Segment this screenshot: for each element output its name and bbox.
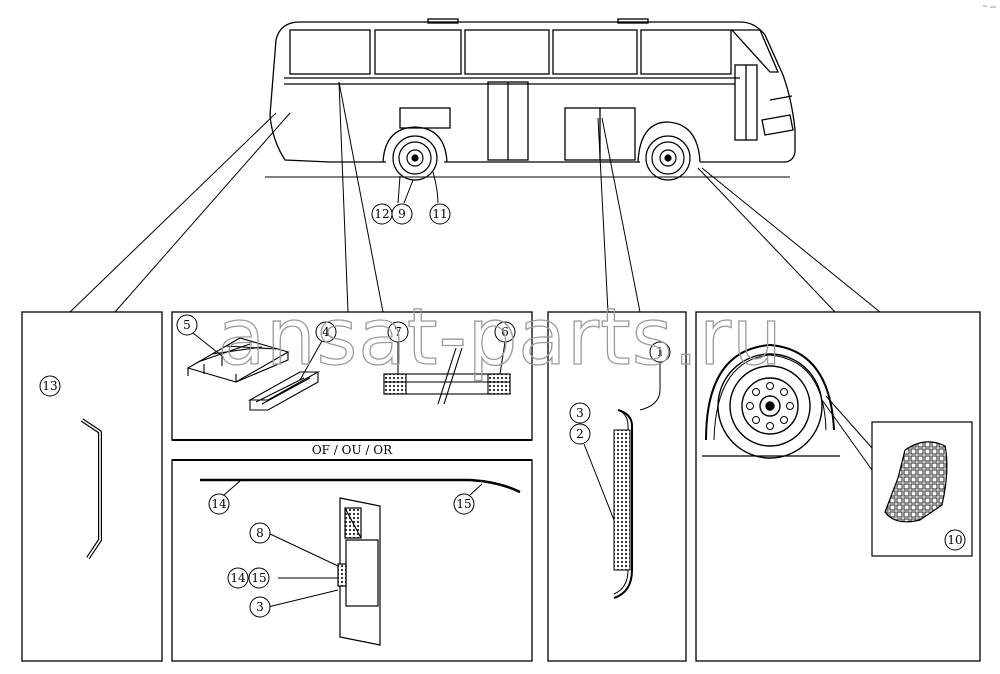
svg-text:15: 15 xyxy=(456,497,471,511)
svg-text:5: 5 xyxy=(183,318,191,332)
part-6-7-frame xyxy=(383,347,511,405)
svg-text:11: 11 xyxy=(432,207,447,221)
svg-text:9: 9 xyxy=(398,207,406,221)
part-2-seal-strip xyxy=(613,429,631,571)
corner-marks xyxy=(983,5,996,8)
callout-11: 11 xyxy=(429,203,451,225)
svg-text:3: 3 xyxy=(576,406,584,420)
callout-15-line: 15 xyxy=(453,483,483,515)
svg-text:3: 3 xyxy=(256,600,264,614)
callout-4: 4 xyxy=(299,321,337,381)
svg-text:8: 8 xyxy=(256,526,264,540)
bus-front-wheel xyxy=(645,135,691,181)
svg-text:6: 6 xyxy=(501,325,509,339)
callout-7: 7 xyxy=(387,321,409,374)
section-band-label: OF / OU / OR xyxy=(312,443,393,457)
callout-13: 13 xyxy=(39,375,61,397)
part-4-channel xyxy=(247,371,321,411)
svg-text:13: 13 xyxy=(42,379,57,393)
bus-rear-wheel xyxy=(392,135,438,181)
svg-text:2: 2 xyxy=(576,427,584,441)
svg-text:10: 10 xyxy=(947,533,962,547)
svg-text:12: 12 xyxy=(374,207,389,221)
part-5-profile xyxy=(186,337,290,383)
part-13-strip xyxy=(80,418,102,560)
panel-center-bottom xyxy=(171,459,533,662)
svg-text:15: 15 xyxy=(251,571,266,585)
callout-10: 10 xyxy=(944,529,966,551)
svg-text:14: 14 xyxy=(230,571,246,585)
callout-14-detail: 14 xyxy=(227,567,249,589)
detail-leaders xyxy=(267,532,339,608)
callout-6: 6 xyxy=(494,321,516,375)
callout-14-line: 14 xyxy=(208,480,241,515)
callout-1: 1 xyxy=(649,341,671,363)
callout-15-detail: 15 xyxy=(248,567,270,589)
callout-12: 12 xyxy=(371,203,393,225)
svg-text:1: 1 xyxy=(656,345,664,359)
bus-side-view xyxy=(265,18,796,178)
callout-2: 2 xyxy=(569,423,591,445)
svg-text:4: 4 xyxy=(322,325,330,339)
svg-text:14: 14 xyxy=(211,497,227,511)
watermark: ansat-parts.ru xyxy=(217,293,782,383)
projection-lines xyxy=(69,81,881,313)
callout-9: 9 xyxy=(391,203,413,225)
panel-strip xyxy=(547,311,687,662)
callout-8: 8 xyxy=(249,522,271,544)
svg-text:7: 7 xyxy=(394,325,402,339)
wheel-hub xyxy=(717,353,823,459)
part-14-15-profile-line xyxy=(200,478,521,494)
panel-left xyxy=(21,311,163,662)
door-seal-detail xyxy=(337,497,381,646)
callout-3-strip: 3 xyxy=(569,402,591,424)
callout-5: 5 xyxy=(176,314,223,357)
wheel-bolts xyxy=(746,382,794,430)
part-10-mudflap xyxy=(884,441,948,523)
callout-3-detail: 3 xyxy=(249,596,271,618)
